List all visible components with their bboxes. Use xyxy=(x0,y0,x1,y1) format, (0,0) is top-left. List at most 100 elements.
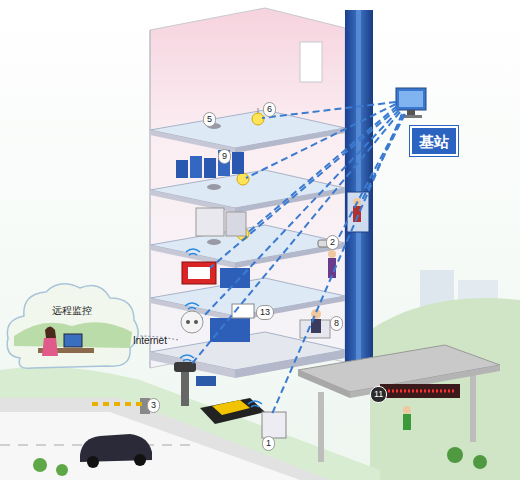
base-station-computer xyxy=(396,88,426,118)
floor-slab-part xyxy=(150,352,235,378)
wireless-link-part xyxy=(190,112,400,366)
building-part xyxy=(150,30,151,368)
storage-shelves-part xyxy=(176,160,188,178)
floor-slab xyxy=(150,110,345,378)
wireless-link-part xyxy=(362,114,405,200)
node-title: 基站 xyxy=(412,133,456,152)
cloud-outline xyxy=(2,276,142,380)
wifi-symbol-part xyxy=(189,254,197,256)
ground-floor-devices-part xyxy=(92,402,142,406)
ceiling-light-part xyxy=(252,113,264,125)
parking-canopy-part xyxy=(298,370,350,398)
building-part xyxy=(150,8,345,368)
storage-shelves-part xyxy=(204,158,216,178)
parking-canopy-part xyxy=(403,406,411,414)
wireless-link xyxy=(190,102,405,414)
fire-alarm-part xyxy=(182,262,216,284)
ground-floor-devices-part xyxy=(262,412,286,438)
smart-socket xyxy=(181,304,254,342)
ground-floor-devices-part xyxy=(196,376,216,386)
background-part xyxy=(0,412,300,480)
smart-socket-part xyxy=(186,320,190,324)
wifi-symbol xyxy=(180,249,262,407)
ground-floor-devices-part xyxy=(212,400,250,415)
operator-hair xyxy=(45,327,56,339)
ceiling-light-part xyxy=(237,173,249,185)
fire-alarm-part xyxy=(188,267,210,279)
elevator-shaft-part xyxy=(356,10,361,370)
wireless-link-part xyxy=(332,114,404,250)
floor-slab-part xyxy=(150,110,345,148)
background-part xyxy=(0,367,380,480)
parking-canopy-part xyxy=(384,390,456,393)
callout-number: 3 xyxy=(147,398,160,413)
parking-canopy-part xyxy=(380,384,460,398)
wifi-symbol-part xyxy=(180,355,194,358)
building-part xyxy=(300,42,322,82)
parking-canopy xyxy=(298,345,500,462)
background-part xyxy=(473,455,487,469)
base-station-computer-part xyxy=(399,91,423,107)
background-part xyxy=(447,447,463,463)
laptop xyxy=(64,334,82,347)
background-part xyxy=(56,464,68,476)
ground-floor-devices xyxy=(80,362,286,468)
wifi-symbol-part xyxy=(183,360,191,362)
wireless-link-part xyxy=(202,110,399,318)
floor-slab-part xyxy=(235,128,345,153)
ground-floor-devices-part xyxy=(87,456,99,468)
storage-shelves-part xyxy=(190,156,202,178)
base-station-computer-part xyxy=(396,88,426,110)
storage-shelves-part xyxy=(232,152,244,174)
ground-floor-devices-part xyxy=(134,454,146,466)
smart-socket-part xyxy=(210,318,250,342)
floor-slab-part xyxy=(235,188,345,213)
wifi-symbol-part xyxy=(188,308,196,310)
ground-floor-devices-part xyxy=(200,398,265,424)
smart-socket-part xyxy=(181,311,203,333)
operator-body xyxy=(42,338,58,356)
operator-head xyxy=(45,327,55,337)
base-station-computer-part xyxy=(407,110,415,115)
remote-monitor-cloud: 远程监控 xyxy=(2,276,142,380)
base-station-label: 基站 xyxy=(410,126,458,156)
parking-canopy-part xyxy=(403,414,411,430)
office-worker xyxy=(300,309,330,338)
network-label: Internet xyxy=(133,336,167,346)
wifi-symbol-part xyxy=(251,406,259,408)
parking-canopy-part xyxy=(318,392,324,462)
callout-number: 6 xyxy=(263,102,276,117)
smart-socket-part xyxy=(194,320,198,324)
callout-number: 9 xyxy=(218,149,231,164)
ground-floor-devices-part xyxy=(181,368,189,406)
wifi-symbol-part xyxy=(185,303,199,306)
callout-number: 1 xyxy=(262,436,275,451)
callout-number: 11 xyxy=(370,386,387,403)
storage-shelves xyxy=(176,150,244,178)
ceiling-light-part xyxy=(207,239,221,245)
office-worker-part xyxy=(300,320,330,338)
parking-canopy-part xyxy=(470,372,476,442)
security-camera-part xyxy=(328,250,336,258)
cloud-title: 远程监控 xyxy=(2,304,142,318)
wireless-link-part xyxy=(262,102,396,118)
wifi-symbol-part xyxy=(186,249,200,252)
wifi-symbol-part xyxy=(248,401,262,404)
server-cabinet-part xyxy=(196,208,224,236)
building xyxy=(150,8,345,378)
callout-number: 5 xyxy=(203,112,216,127)
background-part xyxy=(0,398,330,480)
callout-number: 8 xyxy=(330,316,343,331)
server-cabinet xyxy=(196,208,246,236)
cloud-hills xyxy=(14,322,132,348)
fire-alarm xyxy=(182,262,250,288)
ceiling-light-part xyxy=(207,184,221,190)
server-cabinet-part xyxy=(226,212,246,236)
floor-slab-part xyxy=(150,225,345,263)
background-part xyxy=(370,298,520,480)
callout-number: 2 xyxy=(326,235,339,250)
